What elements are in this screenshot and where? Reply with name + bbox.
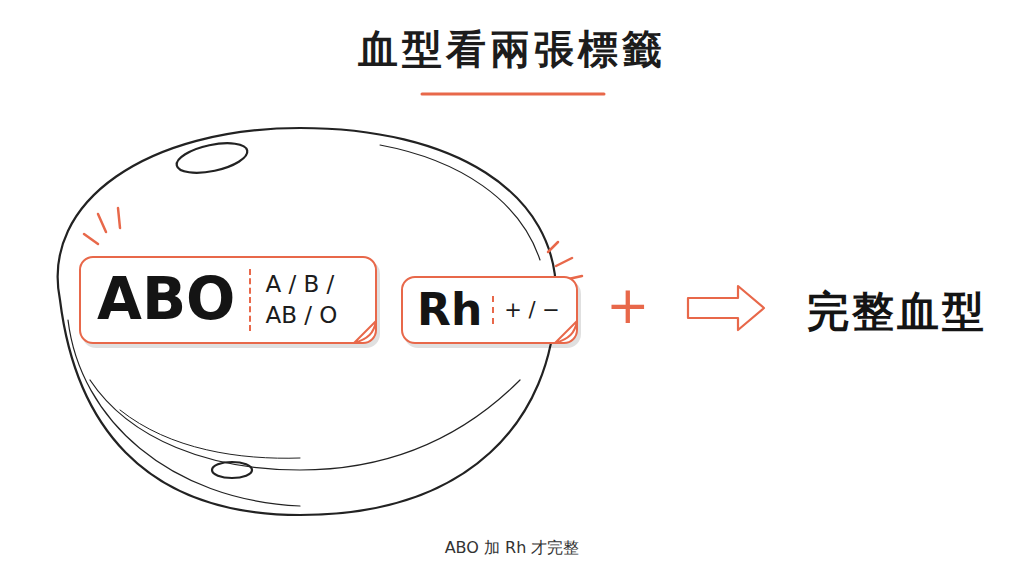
page-curl [352,319,378,345]
plus-sign: + [606,277,650,334]
tag-box: ABOA / B / AB / O [79,256,377,344]
tag-heading: ABO [97,268,249,332]
title: 血型看兩張標籤 [0,22,1024,77]
tag-box: Rh+ / − [401,276,578,344]
caption: ABO 加 Rh 才完整 [0,538,1024,559]
result-label: 完整血型 [807,289,987,335]
page-curl [553,319,579,345]
tag-values: A / B / AB / O [249,269,357,331]
tag-values: + / − [492,296,560,324]
tag-heading: Rh [417,286,492,334]
